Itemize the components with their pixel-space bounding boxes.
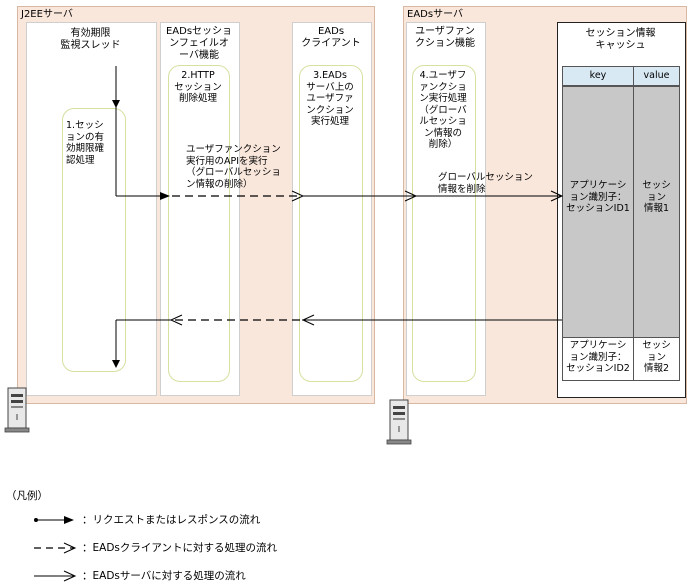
return-response-arrowhead: [112, 360, 120, 368]
process-1-label: 1.セッシ ョンの有 効期限確 認処理: [66, 120, 105, 166]
api-call-message: ユーザファンクション 実行用のAPIを実行 （グローバルセッショ ン情報の削除）: [186, 144, 281, 190]
legend-dashed-arrowhead: [63, 542, 77, 554]
legend-item-request: ：リクエストまたはレスポンスの流れ: [82, 514, 261, 526]
session-cache-title: セッション情報 キャッシュ: [585, 28, 656, 51]
userfunc-column-title: ユーザファン クション機能: [415, 26, 475, 49]
process-4-box: [412, 65, 476, 382]
cache-row1-key-cell: [562, 86, 634, 338]
return-server-arrowhead: [301, 314, 315, 326]
cache-row2-value-cell: [633, 337, 680, 381]
process-2-label: 2.HTTP セッション 削除処理: [174, 70, 222, 104]
legend-title: （凡例）: [6, 490, 48, 502]
delete-global-message: グローバルセッション 情報を削除: [438, 172, 533, 195]
process-3-box: [299, 65, 363, 382]
process-4-label: 4.ユーザフ ァンクショ ン実行処理 （グローバ ルセッショ ン情報の 削除）: [419, 70, 467, 150]
legend-item-server: ：EADsサーバに対する処理の流れ: [82, 570, 246, 582]
monitor-arrowhead: [112, 100, 120, 108]
cache-value-header: value: [633, 66, 680, 86]
monitor-column-title: 有効期限 監視スレッド: [60, 28, 121, 51]
server-flow-arrowhead-2: [550, 190, 564, 202]
j2ee-server-label: J2EEサーバ: [21, 9, 73, 20]
cache-row2-key: アプリケーシ ョン識別子： セッションID2: [566, 340, 630, 374]
process-2-box: [168, 65, 230, 382]
cache-row1-value-cell: [633, 86, 680, 338]
legend-request-arrowhead: [64, 516, 74, 524]
j2ee-server-icon: [4, 387, 30, 433]
legend-solid-arrowhead: [63, 570, 77, 582]
failover-column-title: EADsセッショ ンフェイルオ ーバ機能: [165, 26, 233, 61]
client-column-title: EADs クライアント: [301, 26, 361, 49]
request-arrowhead: [160, 192, 170, 200]
eads-server-label: EADsサーバ: [407, 9, 463, 20]
cache-row1-value: セッシ ョン 情報1: [642, 180, 671, 214]
cache-row1-key: アプリケーシ ョン識別子： セッションID1: [566, 180, 630, 214]
cache-row2-value: セッシ ョン 情報2: [642, 340, 671, 374]
legend-item-client: ：EADsクライアントに対する処理の流れ: [82, 542, 277, 554]
process-1-box: [62, 108, 126, 372]
eads-server-icon: [386, 399, 412, 445]
process-3-label: 3.EADs サーバ上の ユーザファ ンクション 実行処理: [306, 70, 354, 127]
